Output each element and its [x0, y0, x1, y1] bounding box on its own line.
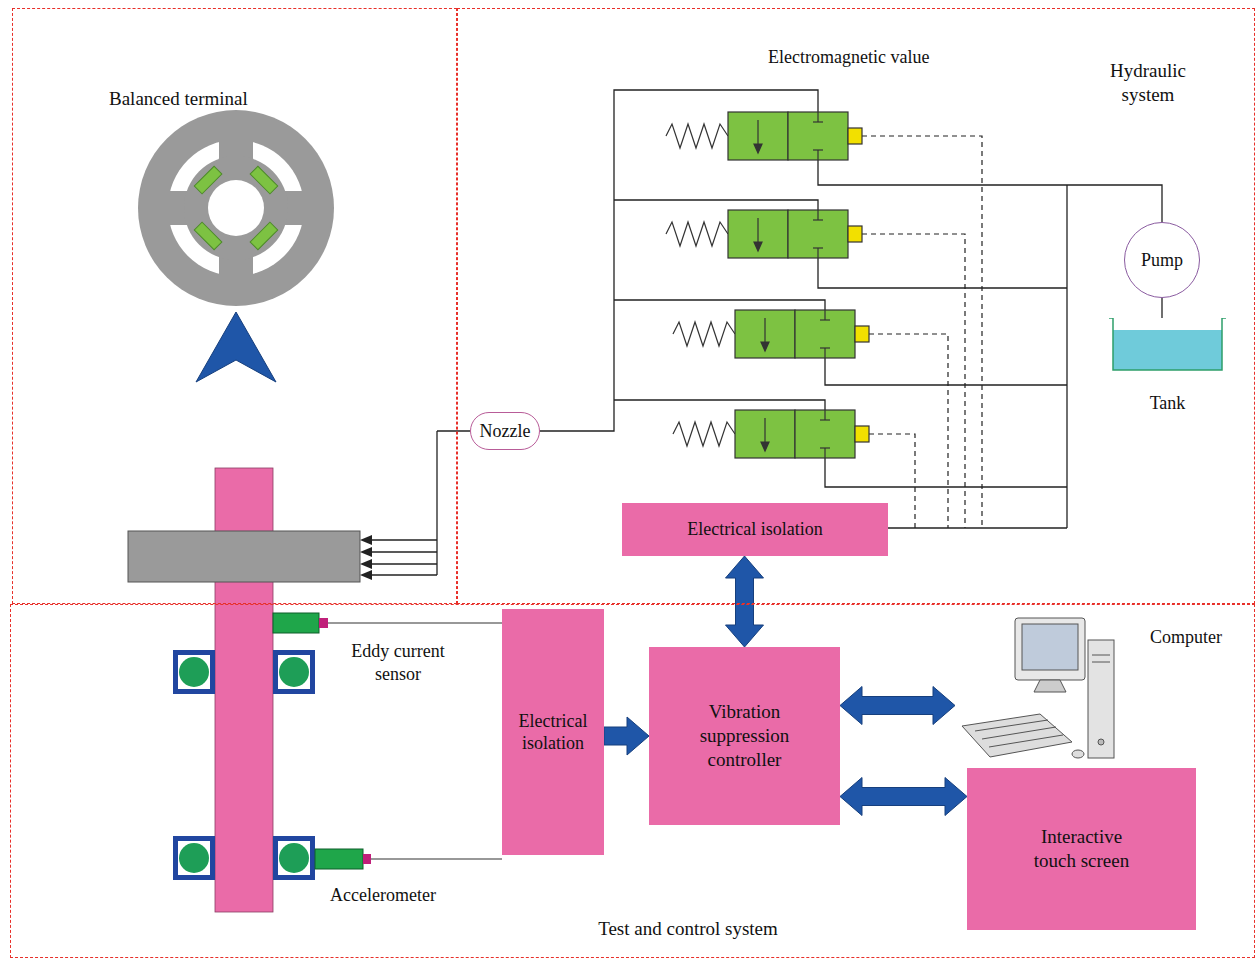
node-label: Electrical isolation — [687, 518, 822, 541]
bearing-symbol — [173, 650, 315, 880]
hydraulic-pipes — [540, 90, 1162, 528]
pump-circle: Pump — [1124, 222, 1200, 298]
sensor-symbol — [273, 613, 502, 869]
computer-icon — [962, 618, 1114, 758]
part-label: Accelerometer — [330, 884, 436, 907]
control-wires — [862, 136, 982, 528]
process-box: Vibration suppression controller — [649, 647, 840, 825]
process-box: Electrical isolation — [502, 609, 604, 855]
node-label: Interactive touch screen — [1022, 825, 1142, 873]
node-label: Balanced terminal — [109, 87, 248, 111]
balancer-body — [128, 531, 360, 582]
node-label: Tank — [1105, 392, 1230, 415]
nozzle-pill: Nozzle — [470, 412, 540, 450]
part-label: Eddy current sensor — [330, 640, 466, 685]
process-box: Electrical isolation — [622, 503, 888, 556]
region-panel: Balanced terminal — [12, 8, 457, 604]
tank-liquid — [1113, 330, 1222, 370]
tank-wall — [1109, 318, 1226, 370]
solenoid-valve — [666, 112, 869, 458]
node-label: Hydraulic system — [1098, 59, 1198, 107]
node-label: Nozzle — [480, 420, 531, 443]
process-box: Interactive touch screen — [967, 768, 1196, 930]
node-label: Vibration suppression controller — [680, 700, 810, 771]
computer-node: Computer — [955, 612, 1215, 764]
node-label: Computer — [1150, 626, 1222, 649]
signal-arrow — [840, 687, 955, 725]
tank-outline — [1105, 318, 1230, 374]
region-panel: Test and control system Electrical isolat… — [10, 604, 1255, 958]
tank-shape: Tank — [1105, 318, 1230, 418]
signal-arrow — [840, 778, 967, 816]
signal-arrow — [604, 717, 649, 755]
node-label: Electrical isolation — [508, 710, 598, 755]
pipe-line — [1161, 298, 1162, 318]
node-label: Pump — [1141, 249, 1183, 272]
balancer-wheel — [138, 110, 334, 306]
part-label: Electromagnetic value — [768, 46, 929, 69]
region-panel: Hydraulic systemNozzle PumpTankElectrical… — [457, 8, 1255, 604]
node-label: Test and control system — [528, 917, 848, 941]
lift-arrow — [196, 312, 276, 382]
injection-lines — [360, 431, 470, 580]
signal-arrow — [726, 556, 764, 647]
